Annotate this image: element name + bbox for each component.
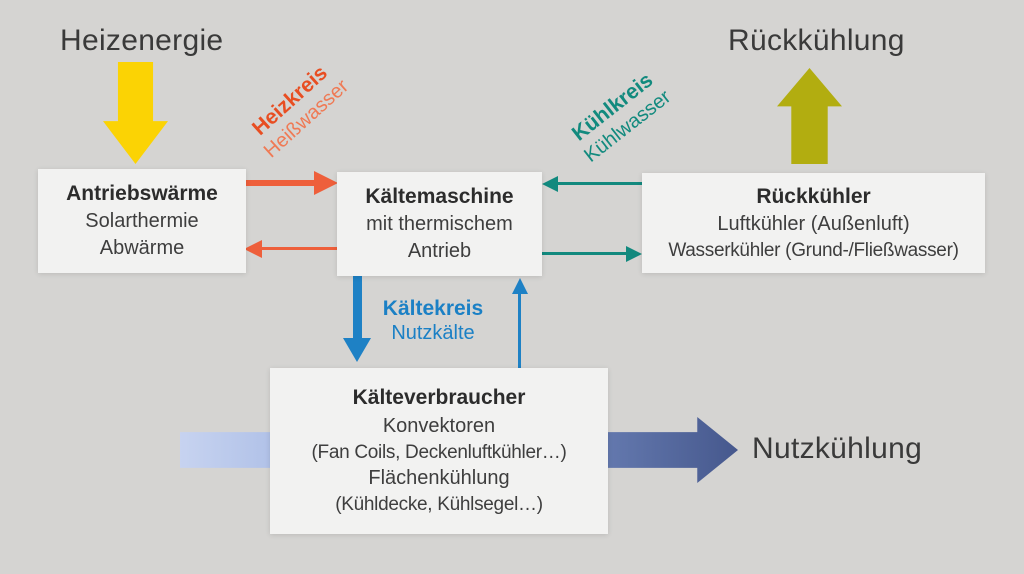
box-kaelteverbraucher: Kälteverbraucher Konvektoren (Fan Coils,… <box>270 368 608 534</box>
kuehlkreis-return-arrow-icon <box>557 182 642 185</box>
box-title: Antriebswärme <box>66 181 218 205</box>
box-line: Abwärme <box>99 237 185 260</box>
box-line: Solarthermie <box>85 210 199 233</box>
kaeltekreis-medium: Nutzkälte <box>391 322 475 345</box>
heizkreis-supply-arrow-icon <box>246 180 316 186</box>
box-line: Luftkühler (Außenluft) <box>717 212 910 235</box>
box-title: Kältemaschine <box>365 184 514 208</box>
box-antriebswaerme: Antriebswärme Solarthermie Abwärme <box>38 169 246 273</box>
box-line: Antrieb <box>407 240 472 263</box>
heat-input-arrow-down-icon <box>103 62 168 164</box>
heizkreis-supply-arrowhead-icon <box>314 171 338 195</box>
heizkreis-flow-label: Heizkreis Heißwasser <box>218 34 377 184</box>
kuehlkreis-supply-arrowhead-icon <box>626 245 642 262</box>
box-line: (Fan Coils, Deckenluftkühler…) <box>311 441 567 463</box>
box-line: mit thermischem <box>366 213 513 236</box>
kuehlkreis-flow-label: Kühlkreis Kühlwasser <box>538 45 702 188</box>
box-title: Rückkühler <box>756 184 871 208</box>
box-kaeltemaschine: Kältemaschine mit thermischem Antrieb <box>337 172 542 276</box>
recooling-arrow-up-icon <box>777 68 842 164</box>
kuehlkreis-return-arrowhead-icon <box>542 175 558 192</box>
box-title: Kälteverbraucher <box>352 386 526 410</box>
kaeltekreis-return-arrowhead-icon <box>512 278 528 294</box>
heizkreis-return-arrowhead-icon <box>244 239 262 258</box>
nutzkuehlung-label: Nutzkühlung <box>752 432 923 465</box>
kuehlkreis-supply-arrow-icon <box>542 252 627 255</box>
kaeltekreis-flow-label: Kältekreis Nutzkälte <box>368 296 498 345</box>
box-line: Wasserkühler (Grund-/Fließwasser) <box>668 239 959 261</box>
box-rueckkuehler: Rückkühler Luftkühler (Außenluft) Wasser… <box>642 173 985 273</box>
box-line: Flächenkühlung <box>368 467 510 490</box>
rueckkuehlung-label: Rückkühlung <box>728 24 905 57</box>
kaeltekreis-supply-arrowhead-icon <box>343 338 371 362</box>
kaeltekreis-supply-arrow-icon <box>353 276 362 338</box>
heizkreis-return-arrow-icon <box>261 247 339 250</box>
box-line: (Kühldecke, Kühlsegel…) <box>335 494 543 516</box>
box-line: Konvektoren <box>382 414 496 437</box>
heizenergie-label: Heizenergie <box>60 24 224 57</box>
kaeltekreis-name: Kältekreis <box>382 297 484 320</box>
kaeltekreis-return-arrow-icon <box>518 293 521 368</box>
